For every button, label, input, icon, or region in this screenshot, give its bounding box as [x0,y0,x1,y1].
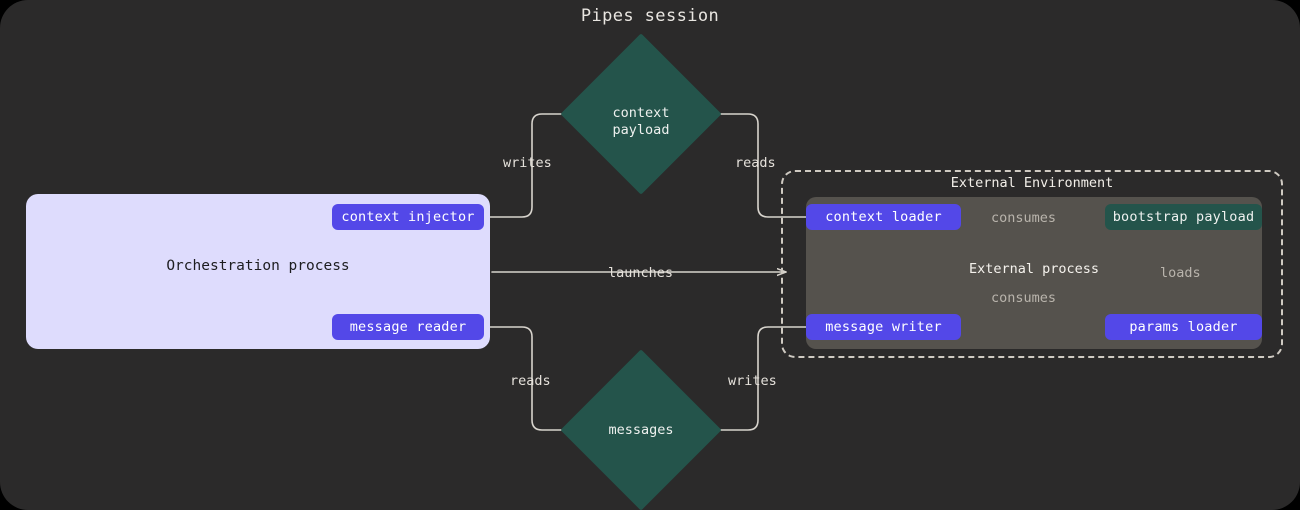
node-message-reader[interactable]: message reader [332,314,484,340]
edge-label-orchestration-launches-external: launches [608,265,674,281]
orchestration-process-label: Orchestration process [166,258,350,274]
store-context-payload-label: context payload [612,105,670,138]
external-environment-label: External Environment [950,175,1114,191]
external-process-label: External process [968,261,1100,277]
node-context-injector[interactable]: context injector [332,204,484,230]
page-title: Pipes session [580,6,720,26]
external-environment-box[interactable] [781,170,1283,358]
node-bootstrap-payload[interactable]: bootstrap payload [1105,204,1262,230]
edge-label-loader-reads-context: reads [735,155,776,171]
edge-label-reader-reads-messages: reads [510,373,551,389]
edge-label-injector-writes-context: writes [503,155,552,171]
store-messages-label: messages [608,422,674,438]
edge-label-params-loader-loads-bootstrap: loads [1160,265,1201,281]
node-params-loader[interactable]: params loader [1105,314,1262,340]
edge-label-context-loader-consumes-bootstrap: consumes [991,210,1057,226]
edge-label-writer-writes-messages: writes [728,373,777,389]
node-message-writer[interactable]: message writer [806,314,961,340]
node-context-loader[interactable]: context loader [806,204,961,230]
edge-label-message-writer-consumes-bootstrap: consumes [991,290,1057,306]
